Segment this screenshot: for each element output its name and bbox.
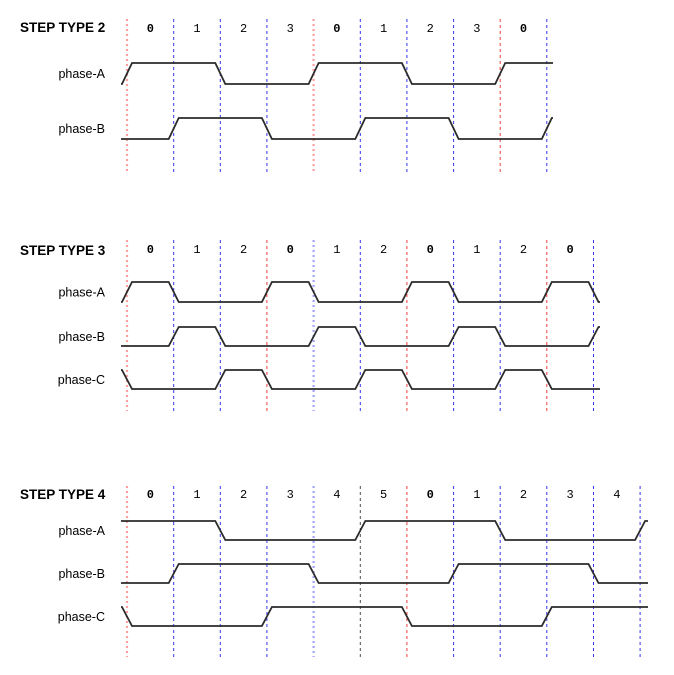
step-number: 2: [380, 243, 387, 257]
phase-a-label: phase-A: [58, 67, 105, 81]
phase-b-waveform: [121, 117, 553, 140]
step-number: 5: [380, 488, 387, 502]
phase-a-waveform: [121, 62, 553, 85]
section-title: STEP TYPE 3: [20, 243, 106, 258]
step-number: 4: [613, 488, 620, 502]
step-number: 0: [427, 243, 434, 257]
phase-b-label: phase-B: [58, 567, 105, 581]
phase-b-label: phase-B: [58, 122, 105, 136]
step-number: 4: [333, 488, 340, 502]
step-number: 0: [566, 243, 573, 257]
phase-c-waveform: [121, 369, 600, 390]
phase-b-label: phase-B: [58, 330, 105, 344]
step-number: 1: [473, 488, 480, 502]
phase-a-label: phase-A: [58, 286, 105, 300]
step-number: 0: [287, 243, 294, 257]
step-number: 3: [287, 22, 294, 36]
phase-a-label: phase-A: [58, 524, 105, 538]
step-number: 2: [240, 488, 247, 502]
section-step-type-4: STEP TYPE 4 0 1 2 3 4 5 0 1 2 3 4 phase-A phase-B phas…: [20, 486, 648, 657]
step-number: 1: [193, 22, 200, 36]
phase-c-waveform: [121, 606, 648, 627]
phase-b-waveform: [121, 326, 600, 347]
phase-b-waveform: [121, 563, 648, 584]
step-number: 1: [473, 243, 480, 257]
step-number: 0: [147, 488, 154, 502]
step-number: 0: [520, 22, 527, 36]
phase-a-waveform: [121, 520, 648, 541]
step-number: 3: [287, 488, 294, 502]
phase-c-label: phase-C: [58, 373, 105, 387]
step-number: 3: [473, 22, 480, 36]
step-number: 2: [240, 22, 247, 36]
step-number: 1: [380, 22, 387, 36]
phase-a-waveform: [121, 281, 600, 303]
step-number: 0: [333, 22, 340, 36]
step-number: 0: [147, 243, 154, 257]
section-title: STEP TYPE 4: [20, 487, 106, 502]
step-number: 2: [520, 488, 527, 502]
step-number: 1: [333, 243, 340, 257]
step-number: 2: [240, 243, 247, 257]
step-number: 1: [193, 243, 200, 257]
step-number: 1: [193, 488, 200, 502]
step-number: 3: [566, 488, 573, 502]
section-step-type-2: STEP TYPE 2 0 1 2 3 0 1 2 3 0 phase-A phase-B: [20, 19, 553, 173]
step-number: 0: [427, 488, 434, 502]
section-step-type-3: STEP TYPE 3 0 1 2 0 1 2 0 1 2 0 phase-A phase-B phase…: [20, 240, 600, 411]
phase-c-label: phase-C: [58, 610, 105, 624]
section-title: STEP TYPE 2: [20, 20, 105, 35]
step-number: 2: [520, 243, 527, 257]
step-number: 2: [427, 22, 434, 36]
step-number: 0: [147, 22, 154, 36]
